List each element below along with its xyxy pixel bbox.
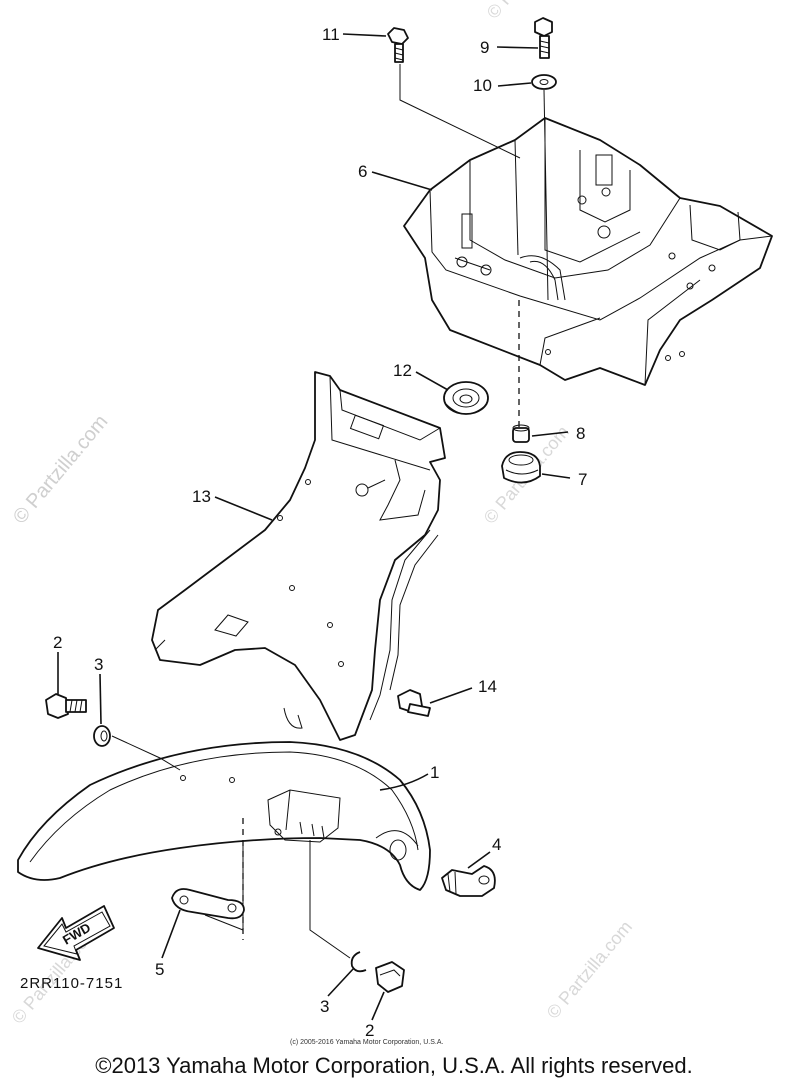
bracket-5 (171, 888, 245, 920)
washer-10 (531, 74, 557, 90)
callout-12: 12 (393, 361, 412, 380)
bolt-11 (387, 27, 409, 63)
callout-3-lower: 3 (320, 997, 329, 1016)
footer-copyright: ©2013 Yamaha Motor Corporation, U.S.A. A… (95, 1053, 693, 1078)
watermark-lower-right: © Partzilla.com (543, 917, 636, 1023)
bolt-2-upper (45, 693, 87, 719)
fwd-arrow: FWD (37, 905, 115, 961)
callout-2-lower: 2 (365, 1021, 374, 1040)
callout-7: 7 (578, 470, 587, 489)
bolt-14 (397, 689, 431, 717)
bolt-9 (534, 17, 553, 59)
callout-11: 11 (322, 25, 340, 44)
callout-8: 8 (576, 424, 585, 443)
inner-panel (151, 371, 446, 741)
small-copyright: (c) 2005-2016 Yamaha Motor Corporation, … (290, 1039, 443, 1046)
assembly-line-washer-3a (111, 735, 181, 771)
callout-9: 9 (480, 38, 489, 57)
grommet-12 (443, 381, 489, 415)
reflector-4 (441, 865, 496, 897)
washer-3-lower (350, 951, 367, 973)
front-fender (17, 741, 431, 891)
damper-7 (501, 451, 541, 484)
part-code: 2RR110-7151 (20, 975, 123, 992)
washer-3-upper (93, 725, 111, 747)
watermark-top-right: © Partzilla.com (483, 0, 576, 23)
callout-10: 10 (473, 76, 492, 95)
callout-1: 1 (430, 763, 439, 782)
callout-13: 13 (192, 487, 211, 506)
assembly-line-fender-3 (309, 840, 351, 959)
callout-4: 4 (492, 835, 501, 854)
watermark-left: © Partzilla.com (9, 411, 112, 528)
bolt-2-lower (375, 961, 405, 993)
callout-14: 14 (478, 677, 497, 696)
assembly-line-fender-2 (204, 840, 244, 931)
collar-8 (512, 424, 530, 443)
callout-6: 6 (358, 162, 367, 181)
assembly-line-9 (543, 89, 549, 301)
assembly-line-11 (399, 64, 521, 159)
leader-lines (57, 33, 571, 1021)
callout-2-upper: 2 (53, 633, 62, 652)
callout-3-upper: 3 (94, 655, 103, 674)
battery-box (403, 117, 773, 386)
callout-5: 5 (155, 960, 164, 979)
